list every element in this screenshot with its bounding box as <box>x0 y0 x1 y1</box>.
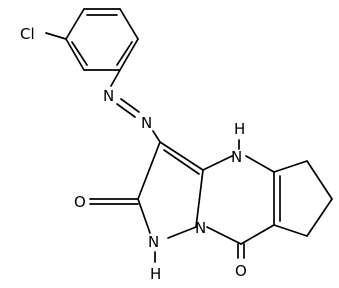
atom-label-n4-h: H <box>234 120 245 138</box>
pyrazolone-ring <box>137 141 204 239</box>
bond <box>45 32 67 40</box>
bond <box>306 160 333 200</box>
bond <box>202 155 233 171</box>
bond <box>137 141 161 200</box>
bond <box>119 38 139 71</box>
bond <box>119 8 139 40</box>
bond <box>206 226 242 245</box>
bond <box>306 198 333 237</box>
bond <box>110 69 121 87</box>
bond <box>240 224 275 245</box>
atom-label-o-left: O <box>74 193 86 211</box>
atom-label-n-azo-lower: N <box>141 114 152 132</box>
chlorophenyl-ring <box>65 8 139 71</box>
bond <box>71 41 88 66</box>
bond <box>65 38 85 71</box>
cyclopentane-ring <box>273 160 333 237</box>
atom-label-cl: Cl <box>20 25 35 43</box>
bond <box>159 141 204 171</box>
atom-label-n-bridge: N <box>195 219 206 237</box>
bond <box>116 103 136 118</box>
atom-label-n1-h: H <box>150 265 161 283</box>
bond <box>116 41 133 66</box>
atom-label-n4: N <box>231 148 242 166</box>
atom-label-n-azo-upper: N <box>103 87 114 105</box>
atom-label-n1: N <box>148 233 159 251</box>
bond <box>152 130 161 143</box>
bond <box>273 160 308 173</box>
bond <box>137 198 151 234</box>
pyrimidine-ring <box>202 155 281 245</box>
bond <box>65 8 85 40</box>
bond <box>195 169 204 228</box>
bond <box>167 226 197 239</box>
bond <box>245 155 275 173</box>
bond <box>163 149 200 175</box>
bond <box>120 98 140 113</box>
atom-label-o-right: O <box>235 262 247 280</box>
bond <box>273 224 308 237</box>
